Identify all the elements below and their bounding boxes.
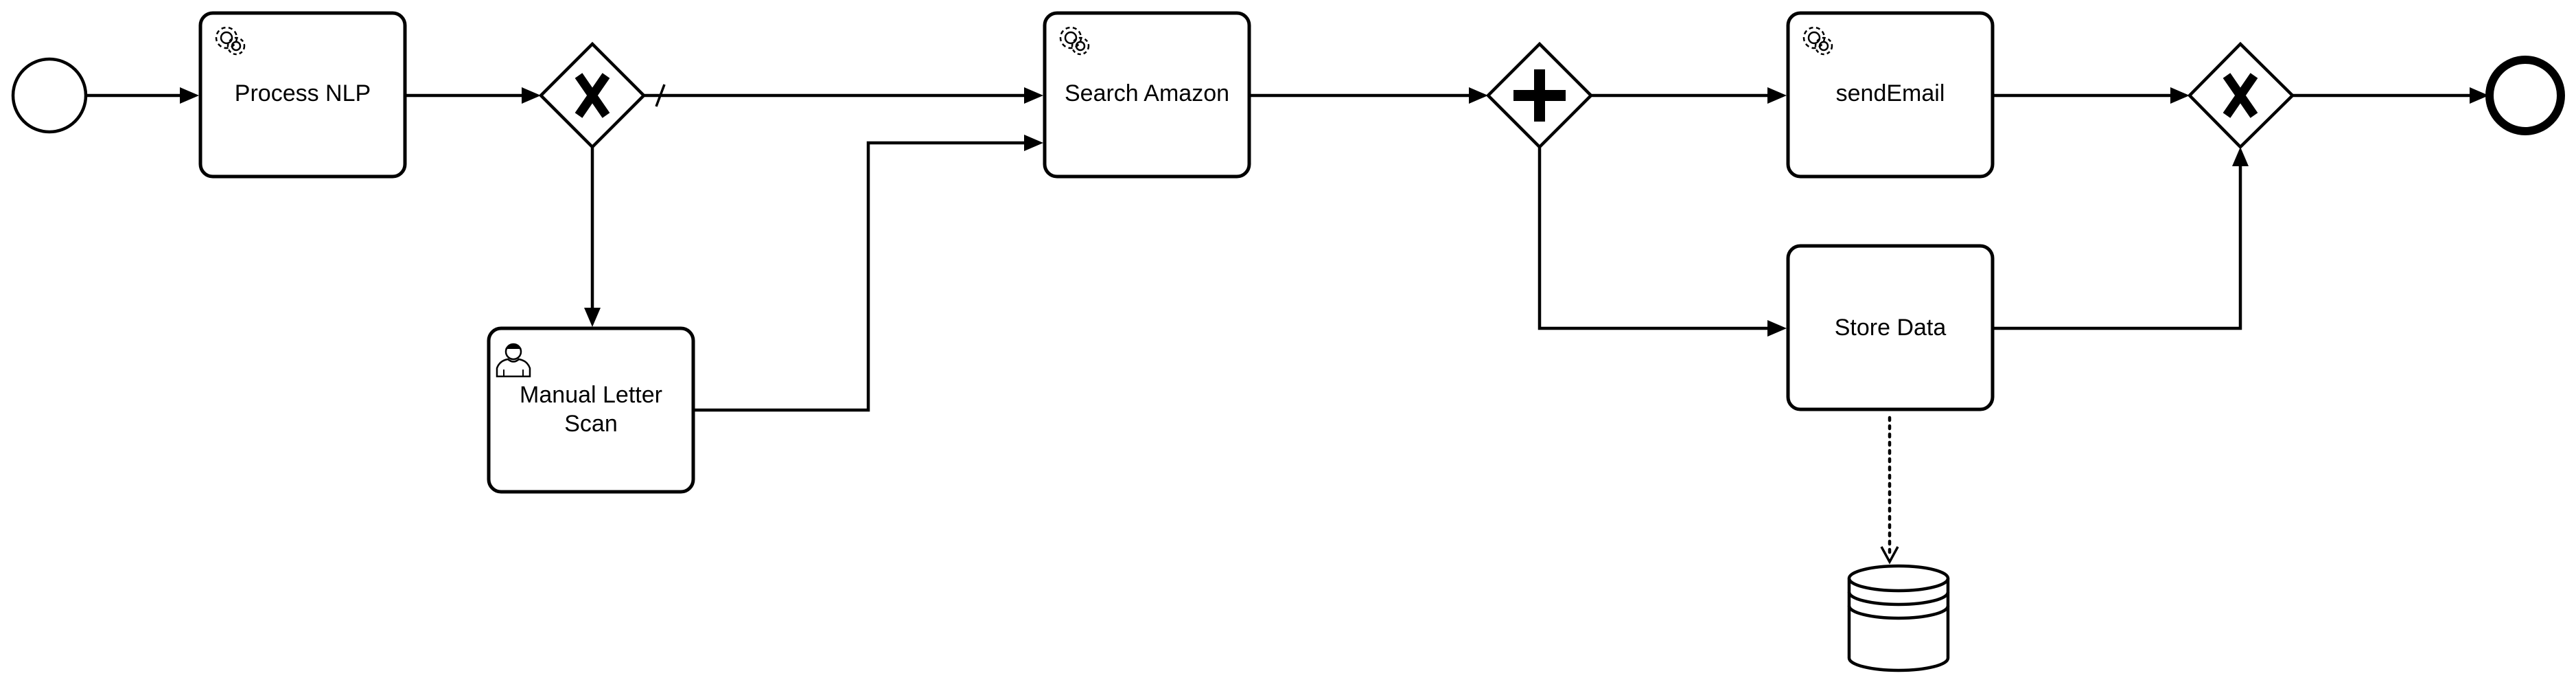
task-label-line2: Scan <box>564 411 618 437</box>
open-arrowhead-icon <box>1880 546 1899 565</box>
exclusive-gateway-split[interactable] <box>538 41 647 150</box>
arrowhead-icon <box>584 308 601 327</box>
task-label: sendEmail <box>1836 80 1945 106</box>
user-icon <box>496 343 531 378</box>
sequence-flows <box>87 84 2489 565</box>
flow-store-data-to-xor-merge[interactable] <box>1994 166 2242 330</box>
plus-icon <box>1513 69 1566 122</box>
arrowhead-icon <box>1469 87 1488 104</box>
flow-parallel-to-store-data[interactable] <box>1538 147 1767 330</box>
task-send-email[interactable]: sendEmail <box>1786 11 1995 179</box>
arrowhead-icon <box>180 87 199 104</box>
task-label: Search Amazon <box>1065 80 1229 106</box>
start-event[interactable] <box>11 57 88 134</box>
exclusive-gateway-merge[interactable] <box>2187 41 2295 150</box>
task-label-line1: Manual Letter <box>520 382 662 408</box>
arrowhead-icon <box>1767 320 1787 337</box>
arrowhead-icon <box>2470 87 2489 104</box>
x-icon <box>2223 73 2258 118</box>
gear-icon <box>215 26 246 56</box>
task-label: Store Data <box>1835 315 1947 341</box>
arrowhead-icon <box>1767 87 1787 104</box>
gear-icon <box>1059 26 1090 56</box>
task-label: Process NLP <box>235 80 371 106</box>
task-process-nlp[interactable]: Process NLP <box>198 11 407 179</box>
database-icon[interactable] <box>1847 564 1950 672</box>
end-event[interactable] <box>2485 56 2565 135</box>
task-store-data[interactable]: Store Data <box>1786 244 1995 411</box>
task-search-amazon[interactable]: Search Amazon <box>1043 11 1251 179</box>
arrowhead-icon <box>2232 147 2249 166</box>
parallel-gateway-split[interactable] <box>1485 41 1594 150</box>
arrowhead-icon <box>1024 87 1043 104</box>
flow-manual-scan-to-search-amazon[interactable] <box>693 141 1024 412</box>
task-manual-letter-scan[interactable]: Manual Letter Scan <box>487 326 695 494</box>
x-icon <box>575 73 610 118</box>
arrowhead-icon <box>522 87 541 104</box>
arrowhead-icon <box>2170 87 2190 104</box>
gear-icon <box>1802 26 1833 56</box>
arrowhead-icon <box>1024 135 1043 151</box>
default-flow-marker <box>655 84 666 107</box>
